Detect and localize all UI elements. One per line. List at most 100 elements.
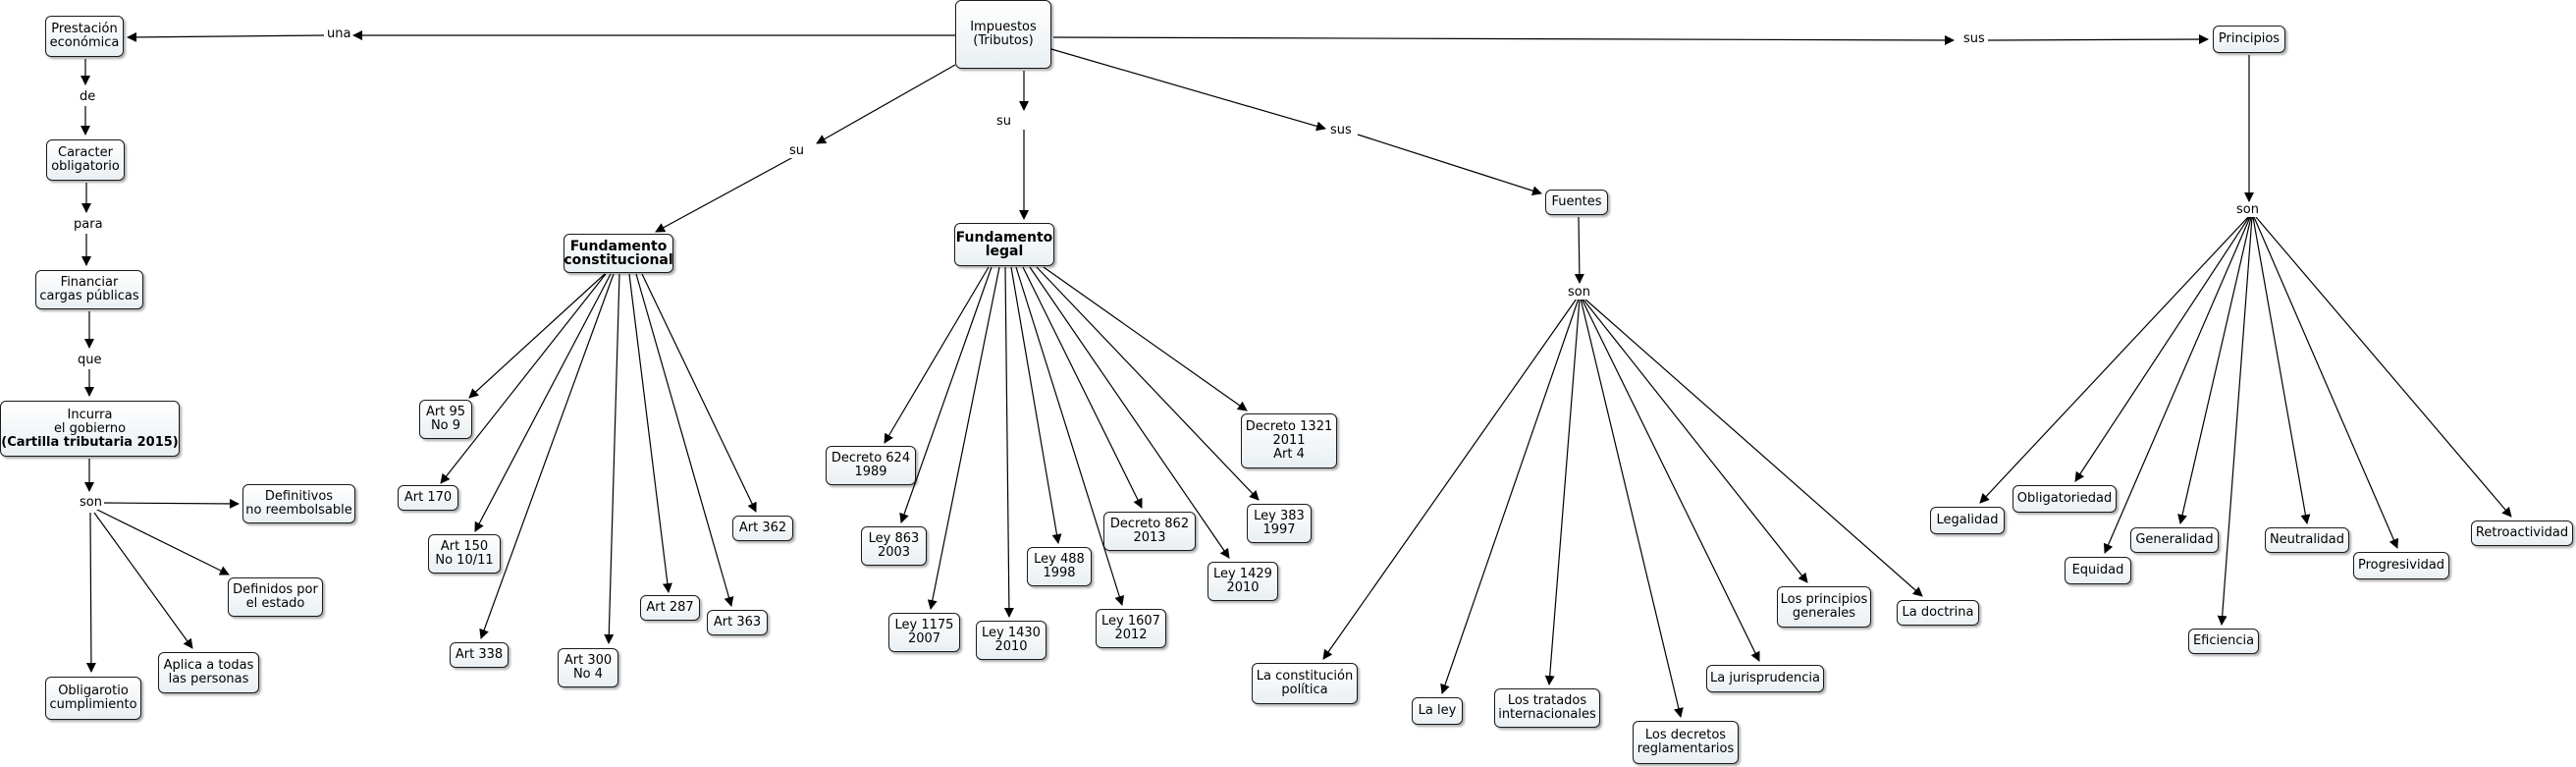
concept-caracter-obligatorio[interactable]: Caracter obligatorio [46,139,125,181]
concept-generalidad[interactable]: Generalidad [2130,527,2219,553]
concept-neutralidad[interactable]: Neutralidad [2265,527,2349,553]
concept-eficiencia[interactable]: Eficiencia [2188,629,2259,654]
connector-line [628,273,672,593]
connector-line [468,273,606,399]
concept-obligatorio-cumplimiento[interactable]: Obligarotio cumplimiento [45,677,141,720]
link-su-legal: su [994,114,1014,129]
concept-incurra-source: (Cartilla tributaria 2015) [1,434,179,450]
concept-decreto-624[interactable]: Decreto 624 1989 [826,446,916,485]
connector-line [2177,216,2252,524]
concept-art-362[interactable]: Art 362 [732,516,793,541]
concept-fundamento-constitucional[interactable]: Fundamento constitucional [564,234,673,273]
concept-art-300[interactable]: Art 300 No 4 [558,648,618,687]
concept-art-150[interactable]: Art 150 No 10/11 [428,534,501,574]
link-su-constitucional: su [787,143,807,158]
connector-line [927,266,1000,610]
link-sus-principios: sus [1961,31,1987,46]
link-son-principios: son [2234,202,2261,217]
link-una: una [325,27,353,41]
connector-line [85,512,96,673]
link-que: que [76,353,104,367]
connector-line [604,273,620,644]
connector-line [1580,298,1684,718]
concept-aplica-personas[interactable]: Aplica a todas las personas [158,652,259,693]
concept-principios[interactable]: Principios [2213,26,2285,53]
concept-decretos-reglamentarios[interactable]: Los decretos reglamentarios [1633,721,1739,764]
connector-line [2217,216,2253,626]
concept-definidos-estado[interactable]: Definidos por el estado [228,577,323,617]
connector-line [100,498,240,509]
concept-principios-generales[interactable]: Los principios generales [1777,586,1871,628]
concept-ley-863[interactable]: Ley 863 2003 [861,526,927,566]
connector-line [1029,266,1230,559]
concept-art-170[interactable]: Art 170 [398,485,458,511]
concept-ley-1430[interactable]: Ley 1430 2010 [976,621,1046,660]
concept-incurra-text: Incurra el gobierno [53,407,127,436]
concept-constitucion-politica[interactable]: La constitución política [1252,663,1358,704]
concept-legalidad[interactable]: Legalidad [1930,507,2005,534]
connector-line [479,273,615,639]
connector-line [2255,216,2512,518]
concept-financiar-cargas[interactable]: Financiar cargas públicas [35,270,143,309]
connector-line [1987,34,2209,45]
concept-prestacion-economica[interactable]: Prestación económica [45,16,124,57]
connector-line [1979,216,2249,504]
concept-ley-1429[interactable]: Ley 1429 2010 [1208,562,1278,601]
concept-tratados-internacionales[interactable]: Los tratados internacionales [1494,688,1600,728]
link-sus-fuentes: sus [1328,123,1354,137]
connector-line [1544,298,1581,685]
link-de: de [78,89,98,104]
concept-ley-383[interactable]: Ley 383 1997 [1247,504,1312,543]
concept-la-ley[interactable]: La ley [1412,697,1463,725]
connector-line [127,31,325,42]
concept-art-95[interactable]: Art 95 No 9 [419,400,472,439]
connector-line [1574,216,1584,284]
concept-ley-1607[interactable]: Ley 1607 2012 [1096,609,1166,648]
concept-ley-488[interactable]: Ley 488 1998 [1027,547,1092,586]
connector-line [884,266,990,444]
concept-decreto-1321[interactable]: Decreto 1321 2011 Art 4 [1241,413,1337,468]
connector-line [899,266,993,523]
connector-line [1022,266,1143,509]
concept-obligatoriedad[interactable]: Obligatoriedad [2012,485,2117,513]
concept-decreto-862[interactable]: Decreto 862 2013 [1103,512,1196,551]
connector-line [1322,298,1578,660]
connector-line [1582,298,1808,583]
connector-line [1010,266,1062,544]
connector-line [1581,298,1760,662]
link-para: para [72,217,105,232]
connector-line [94,508,230,575]
connector-line [1003,266,1014,618]
connector-line [2103,216,2251,554]
concept-retroactividad[interactable]: Retroactividad [2471,520,2573,546]
concept-definitivos[interactable]: Definitivos no reembolsable [242,484,355,523]
connector-line [635,273,734,607]
connector-line [474,273,612,532]
concept-art-338[interactable]: Art 338 [450,642,509,668]
concept-la-doctrina[interactable]: La doctrina [1897,600,1979,626]
concept-art-287[interactable]: Art 287 [640,595,700,621]
concept-impuestos[interactable]: Impuestos (Tributos) [955,0,1051,69]
connector-line [2253,216,2399,549]
concept-art-363[interactable]: Art 363 [707,610,768,635]
concept-incurra-gobierno[interactable]: Incurra el gobierno (Cartilla tributaria… [0,401,180,457]
connector-line [655,156,794,233]
concept-ley-1175[interactable]: Ley 1175 2007 [888,613,960,652]
concept-equidad[interactable]: Equidad [2065,557,2131,584]
connector-line [1357,134,1542,196]
connector-line [2252,216,2311,524]
concept-progresividad[interactable]: Progresividad [2353,552,2449,579]
concept-fundamento-legal[interactable]: Fundamento legal [954,223,1054,266]
concept-jurisprudencia[interactable]: La jurisprudencia [1706,665,1824,692]
connector-line [1050,48,1326,132]
connector-line [816,64,956,144]
connector-line [2074,216,2250,482]
link-son-left: son [78,495,104,510]
connector-line [1043,266,1248,411]
connector-line [1052,34,1955,45]
connector-line [1583,298,1923,597]
concept-fuentes[interactable]: Fuentes [1545,190,1608,215]
connector-line [93,512,193,649]
link-son-fuentes: son [1566,285,1592,300]
